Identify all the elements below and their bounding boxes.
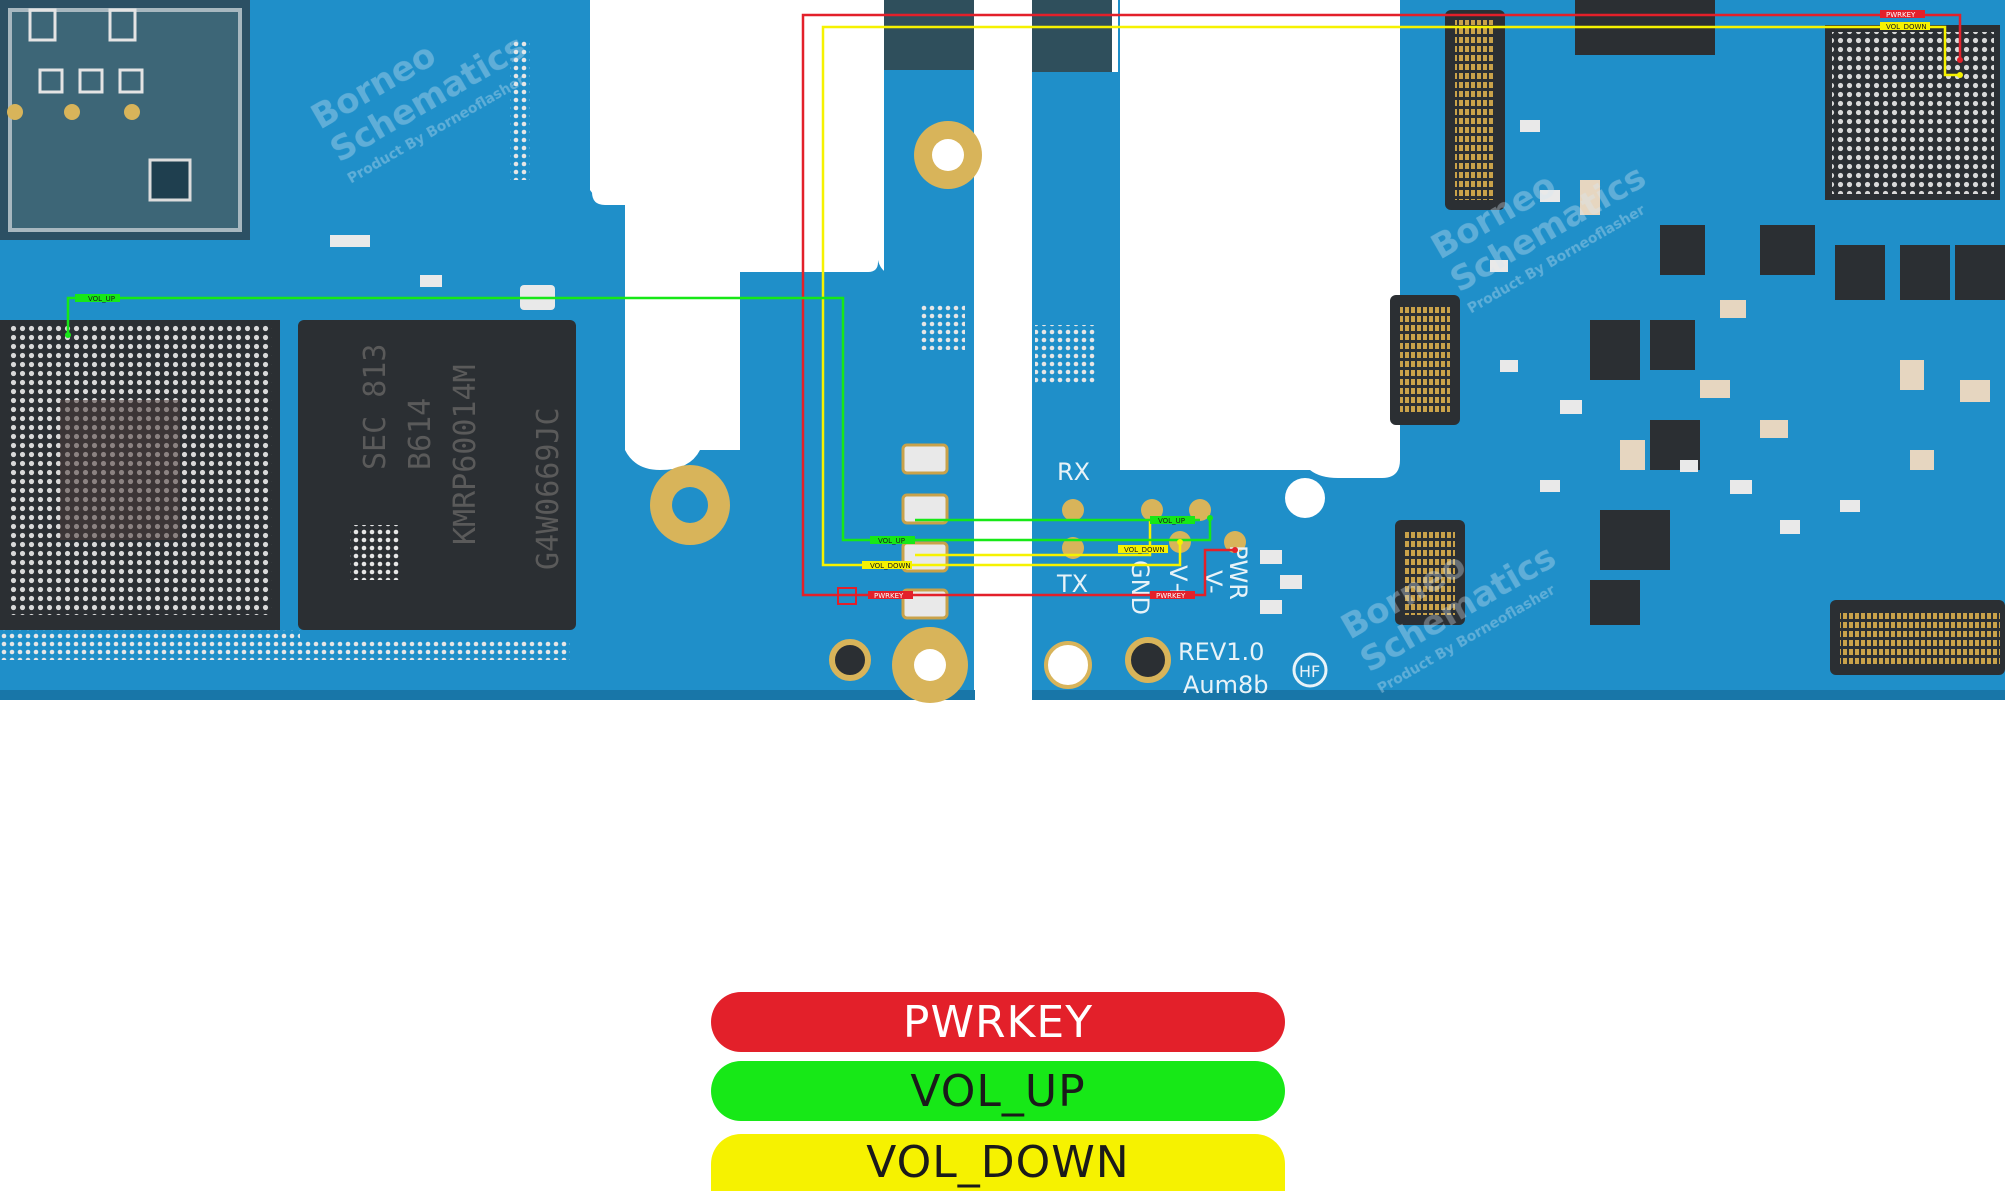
silk-pwr: PWR xyxy=(1224,545,1252,600)
chip-marking-1: SEC 813 xyxy=(358,344,393,470)
tag-vol-down: VOL_DOWN xyxy=(1886,23,1927,31)
tag-vol-up: VOL_UP xyxy=(878,537,905,545)
flex-ic xyxy=(1035,325,1095,385)
tag-vol-down: VOL_DOWN xyxy=(870,562,911,570)
legend-vol-up: VOL_UP xyxy=(711,1061,1285,1121)
silk-tx: TX xyxy=(1056,570,1088,598)
silk-model: Aum8b xyxy=(1183,671,1269,699)
right-flex-tail xyxy=(1030,0,1112,72)
tag-vol-up: VOL_UP xyxy=(1158,517,1185,525)
silk-gnd: GND xyxy=(1126,560,1154,615)
chip-marking-3: KMRP60014M xyxy=(448,364,483,545)
tag-pwrkey: PWRKEY xyxy=(1886,11,1916,19)
legend-vol-down-label: VOL_DOWN xyxy=(866,1137,1130,1188)
silk-v-minus: V- xyxy=(1199,570,1227,594)
silk-hf: HF xyxy=(1299,662,1320,681)
silk-rev: REV1.0 xyxy=(1178,638,1264,666)
vol-down-trace xyxy=(821,25,1960,567)
tag-pwrkey: PWRKEY xyxy=(874,592,904,600)
left-flex-tail xyxy=(884,0,974,70)
tag-vol-up: VOL_UP xyxy=(88,295,115,303)
tag-pwrkey: PWRKEY xyxy=(1156,592,1186,600)
silk-rx: RX xyxy=(1057,458,1090,486)
qr-code xyxy=(350,525,400,580)
chip-marking-4: G4W0669JC xyxy=(531,407,566,570)
legend-pwrkey: PWRKEY xyxy=(711,992,1285,1052)
legend-vol-up-label: VOL_UP xyxy=(910,1065,1086,1117)
button-pads xyxy=(901,443,949,620)
pcb-board-diagram: SEC 813 B614 KMRP60014M G4W0669JC xyxy=(0,0,2005,703)
legend-vol-down: VOL_DOWN xyxy=(711,1134,1285,1191)
pwrkey-trace xyxy=(801,13,1962,605)
tag-vol-down: VOL_DOWN xyxy=(1124,546,1165,554)
chip-marking-2: B614 xyxy=(403,398,438,470)
legend-pwrkey-label: PWRKEY xyxy=(902,996,1094,1048)
